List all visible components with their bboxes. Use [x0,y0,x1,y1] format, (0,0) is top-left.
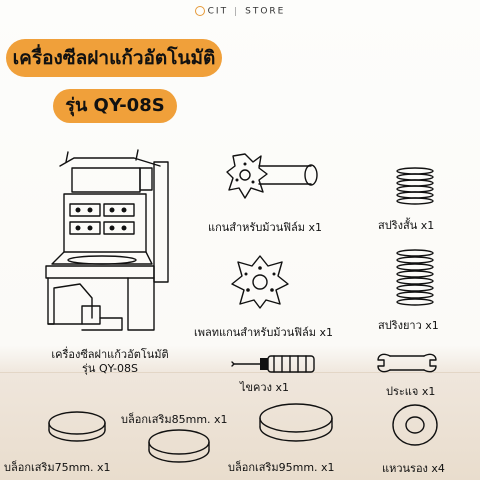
cit-logo-icon [194,6,205,16]
sealing-machine-icon [45,149,169,331]
machine-label-line1: เครื่องซีลฝาแก้วอัตโนมัติ [51,348,169,361]
page-title: เครื่องซีลฝาแก้วอัตโนมัติ [6,39,222,77]
long-spring-icon [396,249,434,306]
model-badge: รุ่น QY-08S [53,89,177,123]
wrench-icon [377,353,437,373]
wrench-label: ประแจ x1 [386,385,436,398]
film-roll-axis-icon [226,153,318,199]
machine-label: เครื่องซีลฝาแก้วอัตโนมัติ รุ่น QY-08S [42,348,178,376]
floor-line [0,372,480,373]
long-spring-label: สปริงยาว x1 [378,319,439,332]
ring-75mm-label: บล็อกเสริม75mm. x1 [4,461,111,474]
film-axis-plate-icon [231,255,289,309]
ring-95mm-label: บล็อกเสริม95mm. x1 [228,461,335,474]
screwdriver-label: ไขควง x1 [240,381,289,394]
screwdriver-icon [231,355,315,373]
film-roll-axis-label: แกนสำหรับม้วนฟิล์ม x1 [208,221,323,234]
brand-left: CIT [207,6,229,17]
short-spring-icon [396,167,434,205]
brand-separator: | [234,6,240,17]
ring-75mm-icon [48,411,106,442]
ring-95mm-icon [259,403,333,442]
machine-label-line2: รุ่น QY-08S [82,362,138,375]
washer-label: แหวนรอง x4 [382,462,445,475]
ring-85mm-icon [148,429,210,463]
brand-right: STORE [245,6,286,17]
brand-header: CIT | STORE [0,6,480,17]
ring-85mm-label: บล็อกเสริม85mm. x1 [121,413,228,426]
short-spring-label: สปริงสั้น x1 [378,219,435,232]
film-axis-plate-label: เพลทแกนสำหรับม้วนฟิล์ม x1 [194,326,334,339]
washer-icon [392,404,438,446]
